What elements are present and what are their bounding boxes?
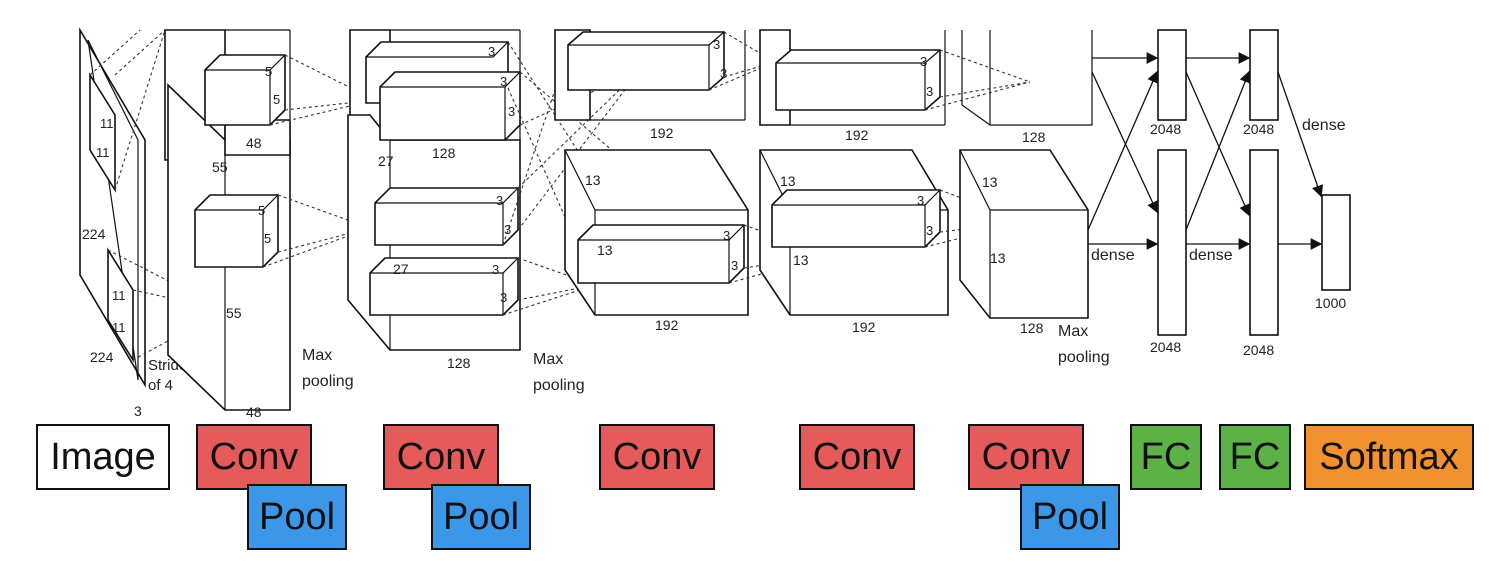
conv1-kernel-top-label-1: 5 [265,64,272,79]
conv3-volume: 3 3 3 3 192 13 13 192 [554,29,749,333]
pool1-label-1: Max [302,347,332,364]
input-kernel-top-label-1: 11 [100,116,114,131]
fc2-top-block [1249,29,1279,121]
conv5-volume: 128 13 13 128 [959,30,1093,336]
conv2-kernel-bottom-label-1: 3 [496,193,503,208]
legend-image: Image [36,424,170,490]
conv3-kernel-bottom-label-2: 3 [731,258,738,273]
legend-conv-4: Conv [799,424,915,490]
pool2-label-1: Max [533,351,563,368]
conv1-size-label-2: 55 [226,305,242,321]
conv4-depth-bottom-label: 192 [852,319,876,335]
legend-pool-1: Pool [247,484,347,550]
conv4-kernel-bottom-label-2: 3 [926,223,933,238]
fc1-top-block [1157,29,1187,121]
legend-fc-2: FC [1219,424,1291,490]
conv4-kernel-top-label-2: 3 [926,84,933,99]
conv4-size-label-2: 13 [793,252,809,268]
conv1-size-label: 55 [212,159,228,175]
input-kernel-bottom-label-1: 11 [112,288,126,303]
conv1-volume: 5 5 5 5 48 55 55 48 [164,29,291,420]
alexnet-architecture-diagram: 11 11 11 11 224 224 3 Stride of 4 5 5 [79,27,1351,420]
conv4-volume: 3 3 3 3 192 13 13 192 [759,29,949,335]
legend-conv-3: Conv [599,424,715,490]
stride-label-2: of 4 [148,377,173,394]
fc2-bottom-block [1249,149,1279,336]
conv5-depth-bottom-label: 128 [1020,320,1044,336]
legend-conv-5: Conv [968,424,1084,490]
fc1-bottom-size-label: 2048 [1150,339,1181,355]
input-depth-label: 3 [134,403,142,419]
conv3-size-label: 13 [585,172,601,188]
conv3-kernel-bottom-label-1: 3 [723,228,730,243]
conv2-kernel-bottom-label-2: 3 [504,222,511,237]
output-block [1321,194,1351,291]
conv4-size-label: 13 [780,173,796,189]
conv4-kernel-bottom-label-1: 3 [917,193,924,208]
conv3-kernel-top-label-2: 3 [720,66,727,81]
dense-label-3: dense [1302,117,1346,134]
conv2-kernel-top-label-2: 3 [500,74,507,89]
fc2-top-size-label: 2048 [1243,121,1274,137]
legend-conv-2: Conv [383,424,499,490]
conv1-depth-bottom-label: 48 [246,404,262,420]
fc2-bottom-size-label: 2048 [1243,342,1274,358]
conv3-depth-bottom-label: 192 [655,317,679,333]
conv2-volume: 3 3 3 3 3 3 3 128 27 27 128 [347,29,521,371]
conv5-size-label: 13 [982,174,998,190]
conv2-depth-top-label: 128 [432,145,456,161]
legend-pool-2: Pool [431,484,531,550]
input-kernel-bottom-label-2: 11 [112,320,126,335]
input-size-label: 224 [82,226,106,242]
fc-layers: 2048 2048 2048 2048 1000 dense dense den… [1087,29,1351,358]
dense-label-2: dense [1189,247,1233,264]
conv2-kernel-bottom-label-3: 3 [492,262,499,277]
legend-pool-3: Pool [1020,484,1120,550]
legend-conv-1: Conv [196,424,312,490]
conv2-kernel-bottom-label-4: 3 [500,290,507,305]
conv3-kernel-top-label-1: 3 [713,37,720,52]
conv2-kernel-top-label-3: 3 [508,104,515,119]
pool1-label-2: pooling [302,373,354,390]
conv2-kernel-top-label-1: 3 [488,44,495,59]
conv1-kernel-top-label-2: 5 [273,92,280,107]
conv2-depth-bottom-label: 128 [447,355,471,371]
output-size-label: 1000 [1315,295,1346,311]
conv1-depth-top-label: 48 [246,135,262,151]
dense-label-1: dense [1091,247,1135,264]
legend-softmax: Softmax [1304,424,1474,490]
conv4-kernel-top-label-1: 3 [920,54,927,69]
conv1-kernel-bottom-label-1: 5 [258,203,265,218]
pool3-label-2: pooling [1058,349,1110,366]
input-kernel-top-label-2: 11 [96,145,110,160]
conv2-size-label: 27 [378,153,394,169]
legend-fc-1: FC [1130,424,1202,490]
conv5-depth-top-label: 128 [1022,129,1046,145]
pool2-label-2: pooling [533,377,585,394]
conv3-depth-top-label: 192 [650,125,674,141]
fc1-top-size-label: 2048 [1150,121,1181,137]
conv5-size-label-2: 13 [990,250,1006,266]
pool3-label-1: Max [1058,323,1088,340]
conv2-size-label-2: 27 [393,261,409,277]
conv4-depth-top-label: 192 [845,127,869,143]
conv3-size-label-2: 13 [597,242,613,258]
input-size-label-2: 224 [90,349,114,365]
conv1-kernel-bottom-label-2: 5 [264,231,271,246]
fc1-bottom-block [1157,149,1187,336]
